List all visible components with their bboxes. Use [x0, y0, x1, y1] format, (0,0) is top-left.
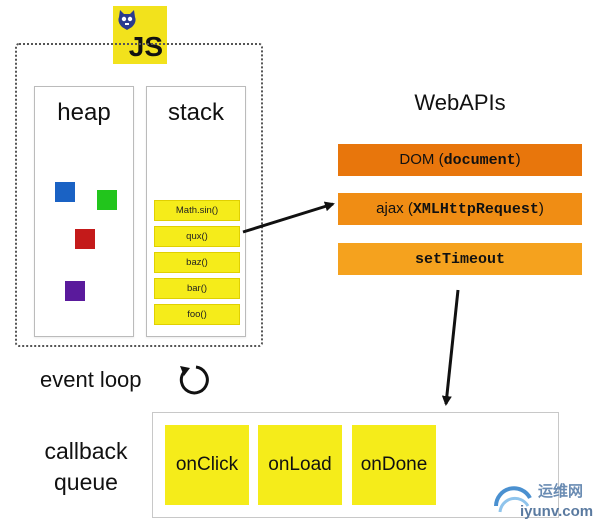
- callback-queue-label: callback queue: [40, 436, 132, 498]
- watermark-en-text: iyunv.com: [520, 503, 594, 520]
- webapi-settimeout: setTimeout: [338, 243, 582, 275]
- webapi-ajax: ajax (XMLHttpRequest): [338, 193, 582, 225]
- stack-frame: bar(): [154, 278, 240, 299]
- event-loop-cycle-icon: [176, 362, 214, 403]
- webapi-suffix: ): [515, 151, 521, 168]
- js-logo-text: JS: [128, 31, 163, 62]
- stack-frame: foo(): [154, 304, 240, 325]
- webapi-code: setTimeout: [414, 251, 505, 268]
- webapi-code: XMLHttpRequest: [412, 201, 539, 218]
- heap-object: [97, 190, 117, 210]
- webapis-title: WebAPIs: [414, 90, 506, 115]
- event-loop-label: event loop: [40, 367, 142, 392]
- robot-icon: [116, 8, 138, 39]
- stack-frame: Math.sin(): [154, 200, 240, 221]
- webapis-to-queue-arrow: [441, 289, 460, 406]
- stack-to-webapis-arrow: [242, 201, 335, 234]
- callback-item: onLoad: [258, 425, 342, 505]
- webapi-prefix: ajax (: [376, 200, 413, 217]
- heap-object: [55, 182, 75, 202]
- heap-panel: heap: [34, 86, 134, 337]
- js-runtime-container: [15, 43, 263, 347]
- stack-frame: baz(): [154, 252, 240, 273]
- webapi-code: document: [443, 152, 516, 169]
- callback-label-line1: callback: [44, 438, 128, 464]
- webapi-prefix: DOM (: [399, 151, 444, 168]
- stack-frame: qux(): [154, 226, 240, 247]
- stack-panel: stack Math.sin() qux() baz() bar() foo(): [146, 86, 246, 337]
- heap-label: heap: [57, 99, 111, 126]
- webapi-dom: DOM (document): [338, 144, 582, 176]
- watermark-cn-text: 运维网: [538, 483, 584, 500]
- heap-object: [65, 281, 85, 301]
- callback-queue-box: onClick onLoad onDone: [152, 412, 559, 518]
- watermark-logo-icon: [490, 476, 536, 527]
- js-logo: JS: [113, 6, 167, 64]
- webapi-suffix: ): [538, 200, 544, 217]
- callback-item: onDone: [352, 425, 436, 505]
- stack-label: stack: [167, 99, 224, 126]
- callback-item: onClick: [165, 425, 249, 505]
- heap-object: [75, 229, 95, 249]
- callback-label-line2: queue: [54, 469, 118, 495]
